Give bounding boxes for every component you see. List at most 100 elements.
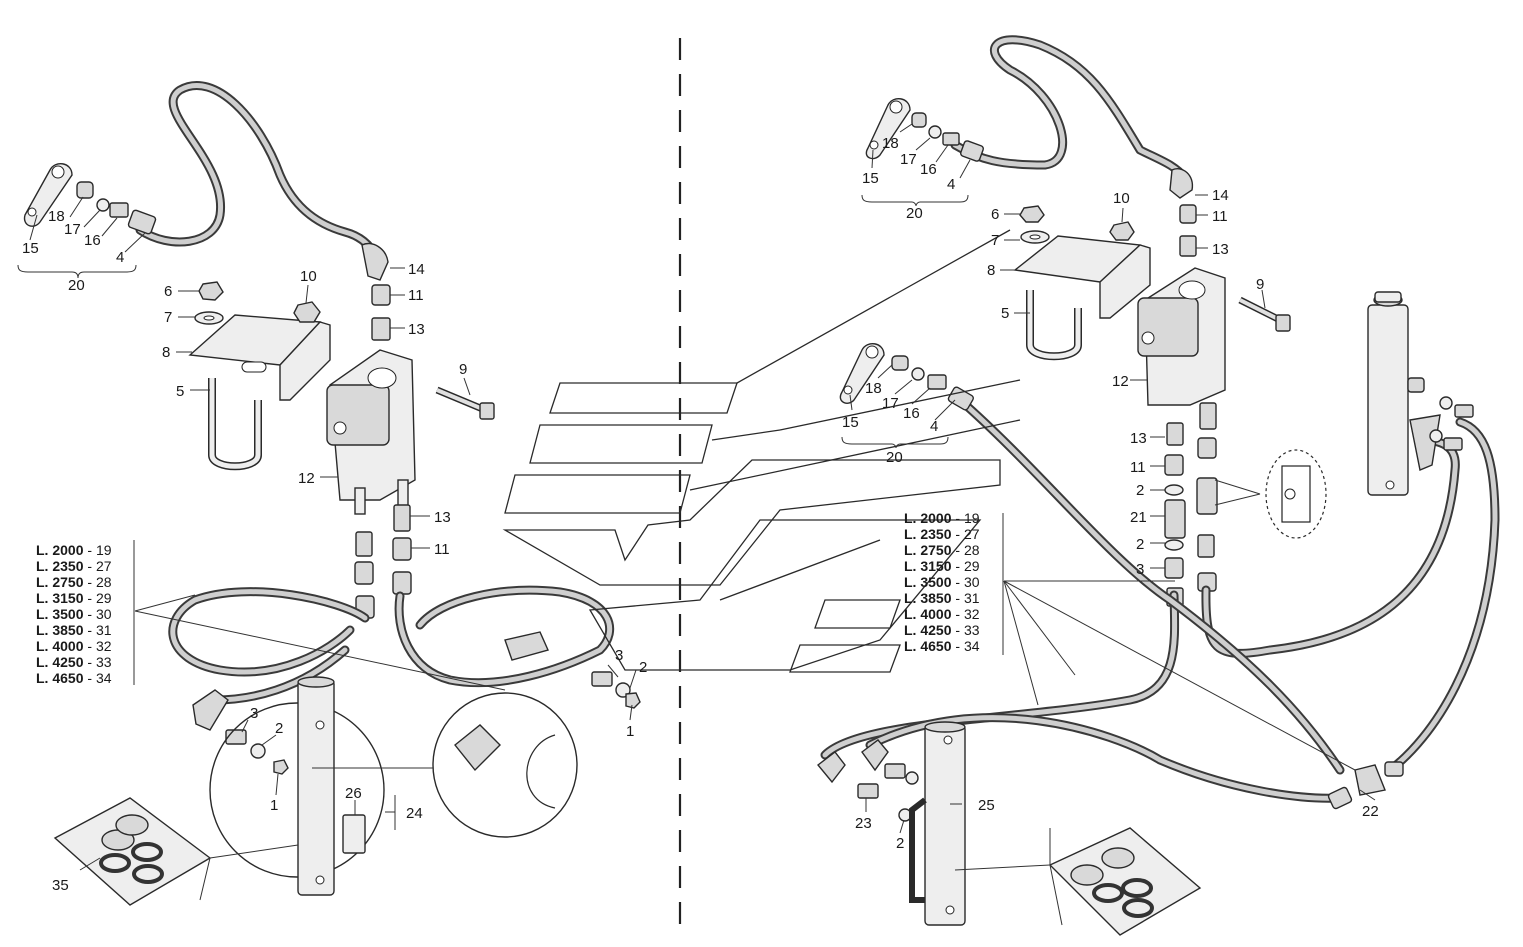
legend-separator: - (951, 622, 963, 638)
center-logo (502, 229, 1021, 673)
legend-part-number: 34 (964, 638, 980, 654)
callout-r2-cyl: 2 (896, 835, 904, 852)
legend-row: L. 2350 - 27 (904, 526, 980, 542)
callout-r2-upper: 2 (1136, 482, 1144, 499)
callout-m4: 4 (930, 418, 938, 435)
legend-length: L. 3500 (904, 574, 952, 590)
callout-r9: 9 (1256, 276, 1264, 293)
callout-r3: 3 (1136, 561, 1144, 578)
legend-separator: - (83, 558, 95, 574)
callout-5: 5 (176, 383, 184, 400)
legend-row: L. 3150 - 29 (36, 590, 112, 606)
legend-part-number: 31 (96, 622, 112, 638)
callout-17: 17 (64, 221, 81, 238)
right-assembly (816, 35, 1500, 936)
legend-row: L. 3850 - 31 (904, 590, 980, 606)
legend-length: L. 2750 (904, 542, 952, 558)
callout-m17: 17 (882, 395, 899, 412)
callout-r20: 20 (906, 205, 923, 222)
legend-row: L. 2750 - 28 (904, 542, 980, 558)
legend-separator: - (83, 654, 95, 670)
legend-part-number: 33 (96, 654, 112, 670)
callout-r4: 4 (947, 176, 955, 193)
callout-r25: 25 (978, 797, 995, 814)
callout-18: 18 (48, 208, 65, 225)
callout-r16: 16 (920, 161, 937, 178)
callout-r12: 12 (1112, 373, 1129, 390)
callout-35: 35 (52, 877, 69, 894)
callout-m15: 15 (842, 414, 859, 431)
callout-r18: 18 (882, 135, 899, 152)
legend-length: L. 2000 (36, 542, 84, 558)
callout-9: 9 (459, 361, 467, 378)
legend-part-number: 33 (964, 622, 980, 638)
callout-r8: 8 (987, 262, 995, 279)
legend-separator: - (951, 606, 963, 622)
legend-part-number: 29 (964, 558, 980, 574)
legend-row: L. 2000 - 19 (904, 510, 980, 526)
callout-r17: 17 (900, 151, 917, 168)
callout-26: 26 (345, 785, 362, 802)
callout-20: 20 (68, 277, 85, 294)
legend-part-number: 28 (964, 542, 980, 558)
legend-row: L. 2000 - 19 (36, 542, 112, 558)
legend-row: L. 4650 - 34 (36, 670, 112, 686)
callout-r10: 10 (1113, 190, 1130, 207)
legend-part-number: 30 (964, 574, 980, 590)
callout-14: 14 (408, 261, 425, 278)
legend-separator: - (83, 638, 95, 654)
callout-16: 16 (84, 232, 101, 249)
legend-length: L. 4000 (36, 638, 84, 654)
legend-length: L. 4650 (904, 638, 952, 654)
legend-separator: - (83, 590, 95, 606)
legend-part-number: 29 (96, 590, 112, 606)
legend-length: L. 4250 (904, 622, 952, 638)
callout-3-cyl: 3 (250, 705, 258, 722)
callout-r23: 23 (855, 815, 872, 832)
legend-length: L. 4000 (904, 606, 952, 622)
callout-2-cyl: 2 (275, 720, 283, 737)
legend-row: L. 2750 - 28 (36, 574, 112, 590)
legend-separator: - (83, 670, 95, 686)
legend-separator: - (83, 622, 95, 638)
legend-length: L. 3850 (904, 590, 952, 606)
legend-row: L. 3500 - 30 (904, 574, 980, 590)
legend-separator: - (951, 510, 963, 526)
callout-1: 1 (626, 723, 634, 740)
legend-separator: - (951, 558, 963, 574)
callout-2: 2 (639, 659, 647, 676)
legend-row: L. 3150 - 29 (904, 558, 980, 574)
callout-6: 6 (164, 283, 172, 300)
legend-separator: - (83, 574, 95, 590)
legend-length: L. 2350 (904, 526, 952, 542)
callout-r13: 13 (1212, 241, 1229, 258)
legend-separator: - (951, 638, 963, 654)
callout-24: 24 (406, 805, 423, 822)
legend-row: L. 4000 - 32 (36, 638, 112, 654)
legend-separator: - (951, 526, 963, 542)
callout-1-cyl: 1 (270, 797, 278, 814)
callout-11-lower: 11 (434, 541, 450, 558)
legend-length: L. 3150 (904, 558, 952, 574)
right-labels: 18 17 16 15 4 20 6 7 8 5 10 14 11 13 9 1… (842, 135, 1379, 852)
callout-r5: 5 (1001, 305, 1009, 322)
legend-length: L. 2750 (36, 574, 84, 590)
legend-separator: - (83, 542, 95, 558)
legend-length: L. 3850 (36, 622, 84, 638)
legend-length: L. 2000 (904, 510, 952, 526)
callout-7: 7 (164, 309, 172, 326)
callout-r7: 7 (991, 232, 999, 249)
legend-part-number: 19 (96, 542, 112, 558)
callout-r11-lower: 11 (1130, 459, 1146, 476)
legend-part-number: 32 (96, 638, 112, 654)
callout-r21: 21 (1130, 509, 1147, 526)
legend-length: L. 3500 (36, 606, 84, 622)
legend-row: L. 3850 - 31 (36, 622, 112, 638)
callout-13: 13 (408, 321, 425, 338)
legend-row: L. 4000 - 32 (904, 606, 980, 622)
legend-part-number: 31 (964, 590, 980, 606)
legend-length: L. 2350 (36, 558, 84, 574)
legend-separator: - (951, 542, 963, 558)
legend-row: L. 3500 - 30 (36, 606, 112, 622)
callout-r2-lower: 2 (1136, 536, 1144, 553)
